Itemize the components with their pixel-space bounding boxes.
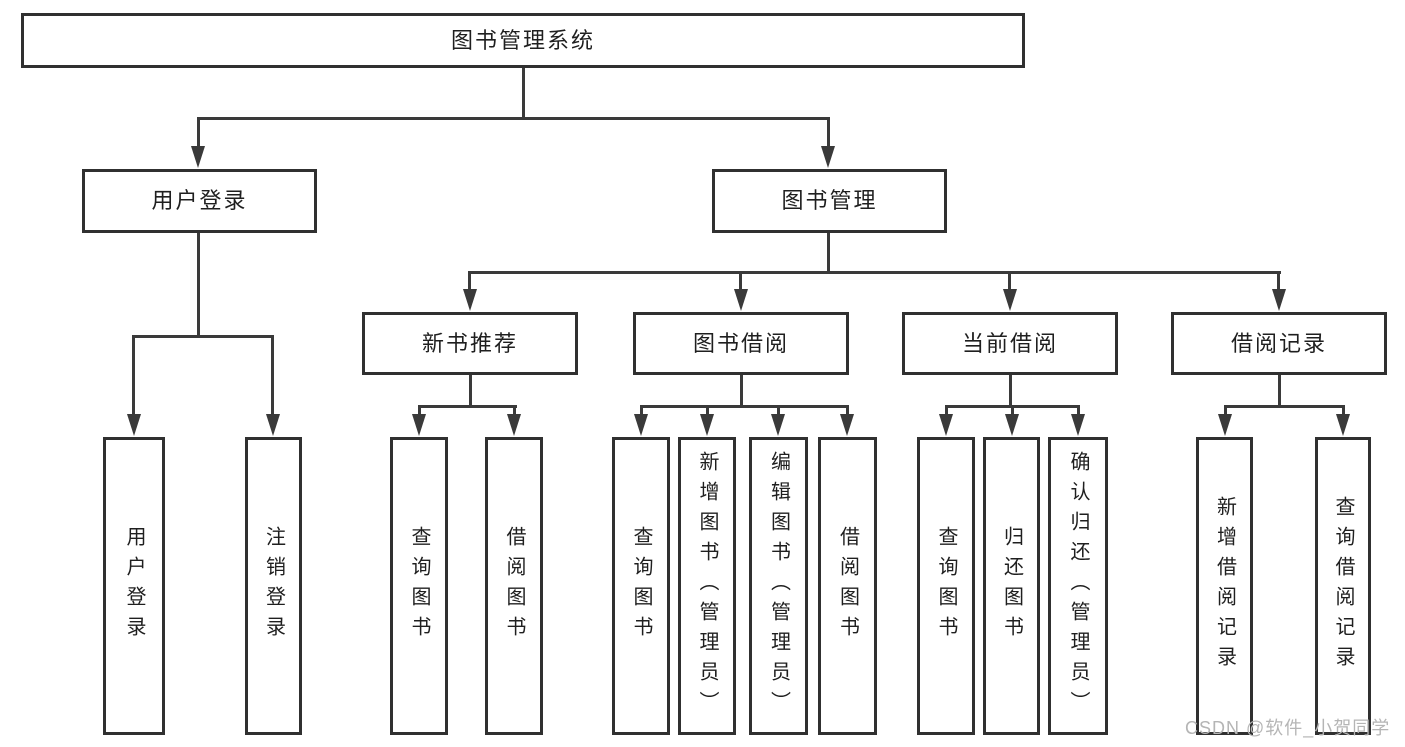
- arrowhead-down-icon: [1336, 414, 1350, 436]
- arrowhead-down-icon: [191, 146, 205, 168]
- node-label: 注销登录: [262, 526, 285, 646]
- connector-line: [468, 271, 1281, 274]
- arrowhead-down-icon: [700, 414, 714, 436]
- arrowhead-down-icon: [507, 414, 521, 436]
- connector-line: [418, 405, 517, 408]
- connector-line: [1224, 405, 1227, 415]
- connector-line: [468, 271, 471, 291]
- arrowhead-down-icon: [1003, 289, 1017, 311]
- node-label: 归还图书: [1000, 526, 1023, 646]
- arrowhead-down-icon: [266, 414, 280, 436]
- arrowhead-down-icon: [821, 146, 835, 168]
- node-label: 图书管理系统: [450, 27, 595, 53]
- connector-line: [418, 405, 421, 415]
- node-label: 用户登录: [151, 188, 248, 213]
- node-label: 新增图书（管理员）: [696, 451, 718, 721]
- connector-line: [522, 68, 525, 119]
- arrowhead-down-icon: [771, 414, 785, 436]
- leaf-borrow-books-recommend: 借阅图书: [485, 437, 543, 735]
- connector-line: [197, 233, 200, 337]
- arrowhead-down-icon: [1218, 414, 1232, 436]
- node-label: 用户登录: [123, 526, 145, 646]
- leaf-add-book-admin: 新增图书（管理员）: [678, 437, 736, 735]
- node-label: 查询借阅记录: [1332, 496, 1354, 676]
- connector-line: [706, 405, 709, 415]
- connector-line: [132, 335, 135, 415]
- connector-line: [777, 405, 780, 415]
- connector-line: [513, 405, 516, 415]
- arrowhead-down-icon: [127, 414, 141, 436]
- node-label: 新增借阅记录: [1213, 496, 1236, 676]
- node-borrowing-records: 借阅记录: [1171, 312, 1387, 375]
- leaf-query-books-current: 查询图书: [917, 437, 975, 735]
- arrowhead-down-icon: [412, 414, 426, 436]
- node-label: 借阅记录: [1230, 330, 1327, 356]
- connector-line: [846, 405, 849, 415]
- node-label: 确认归还（管理员）: [1067, 451, 1089, 721]
- connector-line: [1342, 405, 1345, 415]
- leaf-add-borrow-record: 新增借阅记录: [1196, 437, 1253, 735]
- connector-line: [1011, 405, 1014, 415]
- leaf-query-books-borrowing: 查询图书: [612, 437, 670, 735]
- arrowhead-down-icon: [734, 289, 748, 311]
- node-book-management: 图书管理: [712, 169, 947, 233]
- leaf-confirm-return-admin: 确认归还（管理员）: [1048, 437, 1108, 735]
- connector-line: [1224, 405, 1344, 408]
- arrowhead-down-icon: [1005, 414, 1019, 436]
- connector-line: [1277, 271, 1280, 291]
- arrowhead-down-icon: [634, 414, 648, 436]
- arrowhead-down-icon: [840, 414, 854, 436]
- node-label: 借阅图书: [836, 526, 859, 646]
- node-new-book-recommend: 新书推荐: [362, 312, 578, 375]
- node-label: 图书借阅: [692, 330, 789, 356]
- connector-line: [469, 375, 472, 407]
- arrowhead-down-icon: [939, 414, 953, 436]
- node-label: 查询图书: [408, 526, 430, 646]
- leaf-edit-book-admin: 编辑图书（管理员）: [749, 437, 808, 735]
- connector-line: [945, 405, 948, 415]
- connector-line: [740, 375, 743, 407]
- connector-line: [827, 117, 830, 147]
- leaf-user-login: 用户登录: [103, 437, 165, 735]
- node-label: 新书推荐: [421, 330, 518, 356]
- node-label: 当前借阅: [961, 330, 1058, 356]
- csdn-watermark: CSDN @软件_小贺同学: [1185, 718, 1391, 738]
- connector-line: [271, 335, 274, 415]
- node-library-management-system: 图书管理系统: [21, 13, 1025, 68]
- connector-line: [739, 271, 742, 291]
- connector-line: [1077, 405, 1080, 415]
- node-book-borrowing: 图书借阅: [633, 312, 849, 375]
- connector-line: [197, 117, 830, 120]
- connector-line: [1009, 375, 1012, 407]
- arrowhead-down-icon: [1071, 414, 1085, 436]
- connector-line: [197, 117, 200, 147]
- arrowhead-down-icon: [1272, 289, 1286, 311]
- arrowhead-down-icon: [463, 289, 477, 311]
- connector-line: [827, 233, 830, 273]
- connector-line: [1278, 375, 1281, 407]
- leaf-return-book: 归还图书: [983, 437, 1040, 735]
- node-label: 借阅图书: [503, 526, 525, 646]
- node-label: 编辑图书（管理员）: [767, 451, 790, 721]
- node-label: 图书管理: [781, 188, 878, 213]
- leaf-query-books-recommend: 查询图书: [390, 437, 448, 735]
- leaf-logout: 注销登录: [245, 437, 302, 735]
- node-current-borrowing: 当前借阅: [902, 312, 1118, 375]
- connector-line: [640, 405, 848, 408]
- connector-line: [640, 405, 643, 415]
- connector-line: [1008, 271, 1011, 291]
- leaf-borrow-books-borrowing: 借阅图书: [818, 437, 877, 735]
- node-label: 查询图书: [630, 526, 652, 646]
- connector-line: [132, 335, 273, 338]
- leaf-query-borrow-record: 查询借阅记录: [1315, 437, 1371, 735]
- node-label: 查询图书: [935, 526, 957, 646]
- node-user-login: 用户登录: [82, 169, 317, 233]
